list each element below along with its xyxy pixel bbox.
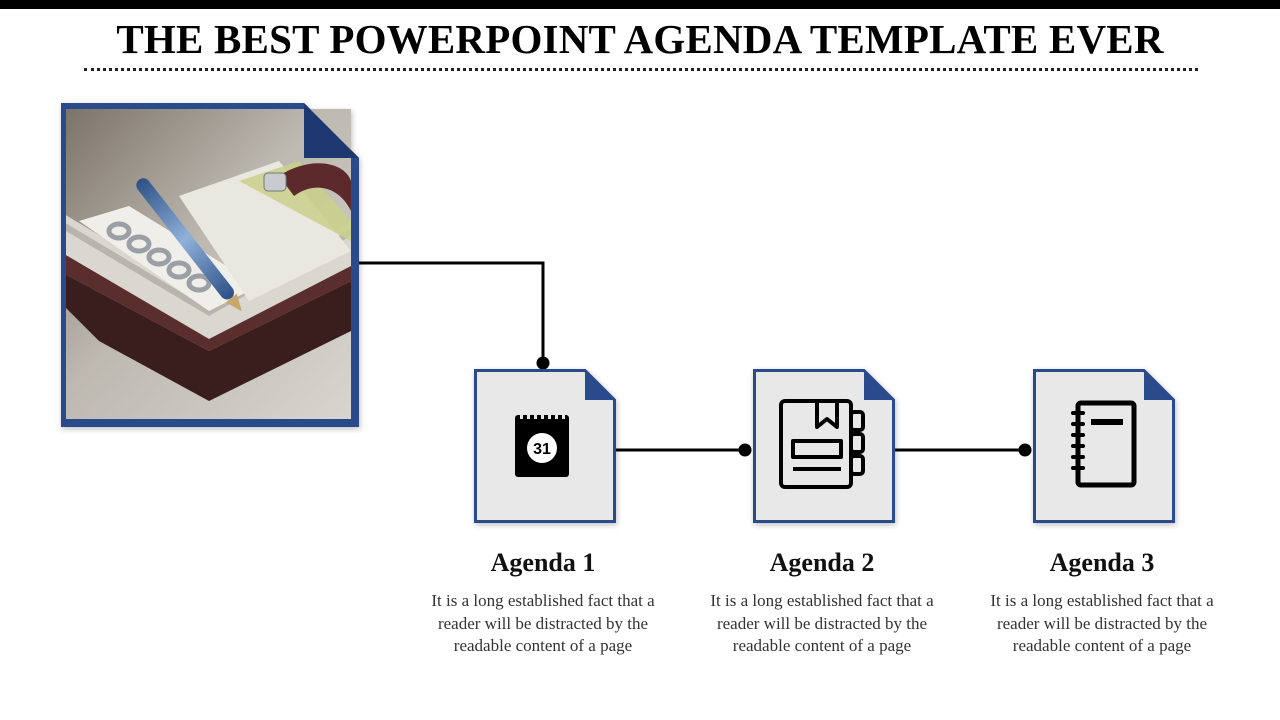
agenda-3-title: Agenda 3 — [1049, 548, 1155, 577]
planner-photo — [59, 101, 361, 429]
agenda-1-title: Agenda 1 — [490, 548, 596, 577]
agenda-2-icon-card — [753, 369, 895, 523]
top-bar — [0, 0, 1280, 9]
agenda-3-icon-card — [1033, 369, 1175, 523]
agenda-2-description: It is a long established fact that a rea… — [710, 591, 934, 655]
agenda-1-description: It is a long established fact that a rea… — [431, 591, 655, 655]
title-divider — [84, 68, 1198, 71]
slide-title: THE BEST POWERPOINT AGENDA TEMPLATE EVER — [116, 16, 1164, 62]
calendar-day-text: 31 — [533, 441, 551, 458]
notebook-icon — [1071, 400, 1137, 488]
agenda-3-description: It is a long established fact that a rea… — [990, 591, 1214, 655]
agenda-2-title: Agenda 2 — [769, 548, 875, 577]
agenda-1-icon-card: 31 — [474, 369, 616, 523]
calendar-icon: 31 — [515, 410, 569, 477]
planner-book-icon — [779, 399, 865, 489]
